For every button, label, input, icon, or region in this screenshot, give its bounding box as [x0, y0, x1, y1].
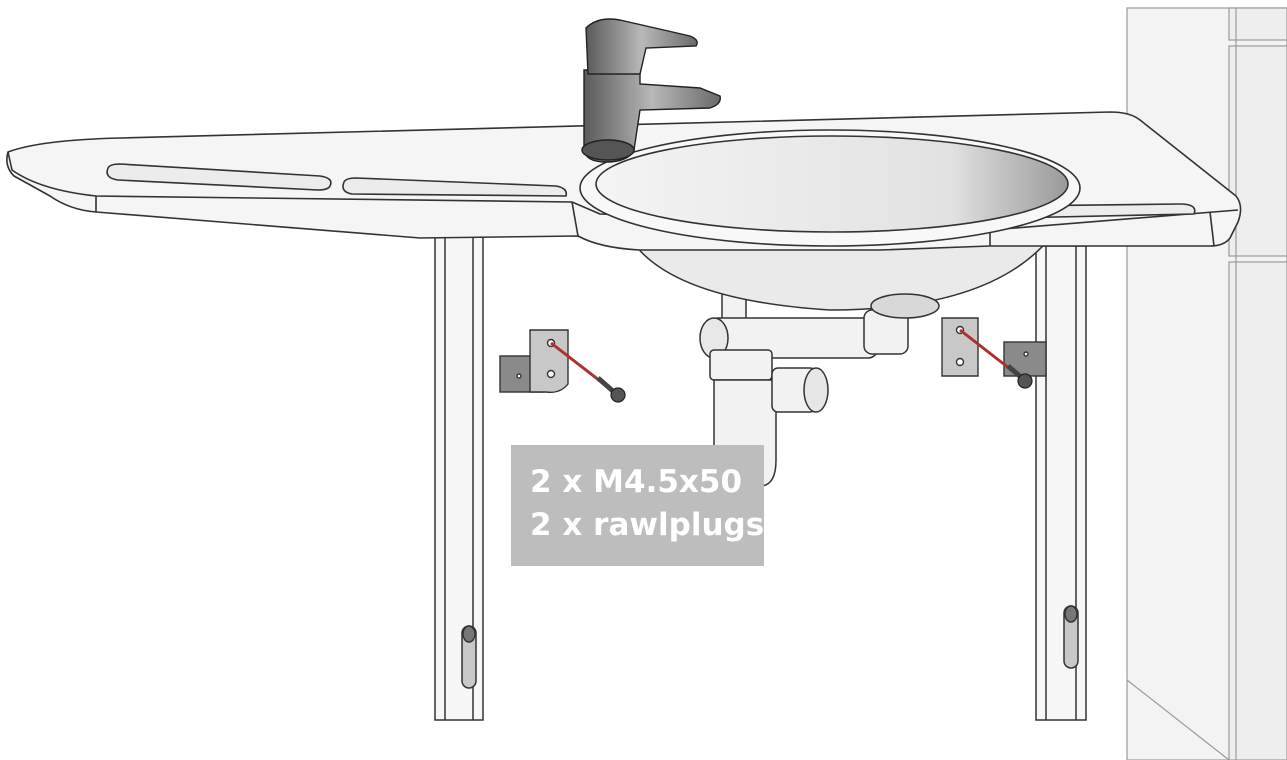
screw-spec-label: 2 x M4.5x50 — [530, 464, 743, 500]
fixings-callout: 2 x M4.5x50 2 x rawlplugs — [511, 445, 764, 566]
rawlplug-spec-label: 2 x rawlplugs — [530, 507, 765, 543]
drain-trap — [699, 289, 909, 487]
basin-bowl — [628, 237, 1052, 319]
countertop — [6, 111, 1242, 251]
left-drill-line — [550, 341, 605, 386]
right-leg — [1035, 245, 1087, 721]
left-leg — [434, 235, 484, 721]
right-screw-icon — [1006, 364, 1033, 389]
right-drill-line — [959, 328, 1015, 374]
right-wall-bracket — [941, 317, 1047, 377]
wall-cabinet — [1126, 7, 1287, 760]
faucet — [581, 18, 721, 163]
left-wall-bracket — [499, 329, 569, 394]
left-screw-icon — [596, 376, 626, 403]
